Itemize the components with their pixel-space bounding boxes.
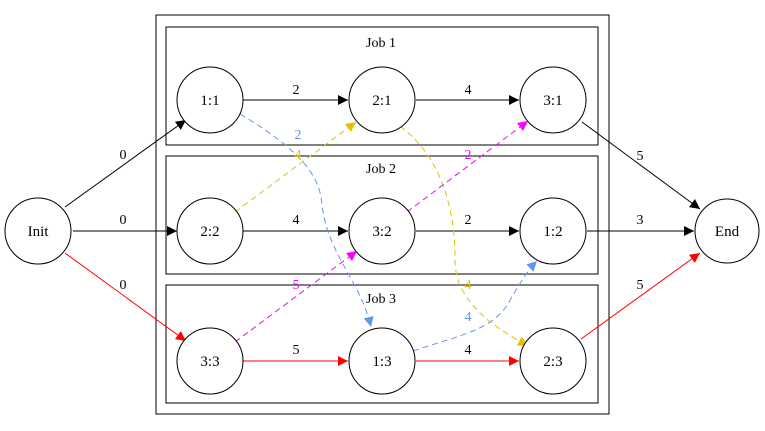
node-1-2[interactable]: 1:2 bbox=[519, 197, 587, 265]
edge-1-3-to-1-2 bbox=[412, 260, 538, 352]
cluster-job-2-box bbox=[165, 155, 599, 275]
cluster-job-1-box bbox=[165, 26, 599, 146]
node-1-3[interactable]: 1:3 bbox=[348, 327, 416, 395]
node-2-1[interactable]: 2:1 bbox=[348, 66, 416, 134]
node-init[interactable]: Init bbox=[4, 197, 72, 265]
edge-label-2-2-to-3-2: 4 bbox=[293, 213, 300, 228]
cluster-job-1-label: Job 1 bbox=[366, 36, 396, 51]
edge-2-1-to-2-3 bbox=[399, 125, 529, 347]
node-1-1-label: 1:1 bbox=[200, 93, 219, 109]
edge-1-1-to-1-3 bbox=[239, 113, 374, 328]
node-3-3[interactable]: 3:3 bbox=[176, 327, 244, 395]
node-2-2[interactable]: 2:2 bbox=[176, 197, 244, 265]
node-init-label: Init bbox=[28, 224, 50, 240]
edge-label-1-1-to-1-3: 2 bbox=[295, 128, 302, 143]
node-3-2-label: 3:2 bbox=[372, 224, 391, 240]
node-1-1[interactable]: 1:1 bbox=[176, 66, 244, 134]
cluster-job-3-label: Job 3 bbox=[366, 292, 396, 307]
edge-3-1-to-end bbox=[581, 121, 701, 210]
node-1-2-label: 1:2 bbox=[543, 224, 562, 240]
edge-3-3-to-3-2 bbox=[234, 250, 358, 343]
edge-label-2-3-to-end: 5 bbox=[637, 278, 644, 293]
node-3-3-label: 3:3 bbox=[200, 354, 219, 370]
edge-init-to-1-1 bbox=[64, 119, 187, 208]
edge-2-3-to-end bbox=[580, 252, 701, 340]
edge-label-2-1-to-3-1: 4 bbox=[465, 83, 472, 98]
edge-label-1-3-to-1-2: 4 bbox=[465, 310, 472, 325]
edge-label-1-2-to-end: 3 bbox=[637, 213, 644, 228]
node-3-1[interactable]: 3:1 bbox=[519, 66, 587, 134]
edge-label-init-to-3-3: 0 bbox=[120, 278, 127, 293]
outer-frame bbox=[155, 14, 610, 415]
node-2-1-label: 2:1 bbox=[372, 93, 391, 109]
edge-label-3-3-to-1-3: 5 bbox=[293, 343, 300, 358]
node-1-3-label: 1:3 bbox=[372, 354, 391, 370]
edge-label-3-3-to-3-2: 5 bbox=[293, 278, 300, 293]
node-2-2-label: 2:2 bbox=[200, 224, 219, 240]
node-3-1-label: 3:1 bbox=[543, 93, 562, 109]
node-end-label: End bbox=[715, 224, 740, 240]
edge-label-2-2-to-2-1: 4 bbox=[295, 148, 302, 163]
edge-label-1-1-to-2-1: 2 bbox=[293, 83, 300, 98]
edge-labels: 0 0 0 2 4 4 2 5 4 5 3 5 2 4 4 4 5 2 bbox=[120, 83, 644, 358]
edge-label-1-3-to-2-3: 4 bbox=[465, 343, 472, 358]
clusters: Job 1 Job 2 Job 3 bbox=[155, 14, 610, 415]
edge-label-3-2-to-3-1: 2 bbox=[465, 148, 472, 163]
edge-label-3-2-to-1-2: 2 bbox=[465, 213, 472, 228]
node-2-3-label: 2:3 bbox=[543, 354, 562, 370]
node-3-2[interactable]: 3:2 bbox=[348, 197, 416, 265]
edge-init-to-3-3 bbox=[64, 252, 187, 342]
edge-label-init-to-2-2: 0 bbox=[120, 213, 127, 228]
node-end[interactable]: End bbox=[694, 198, 760, 264]
edge-label-3-1-to-end: 5 bbox=[637, 149, 644, 164]
edge-label-2-1-to-2-3: 4 bbox=[465, 278, 472, 293]
node-2-3[interactable]: 2:3 bbox=[519, 327, 587, 395]
cluster-job-2-label: Job 2 bbox=[366, 162, 396, 177]
edge-2-2-to-2-1 bbox=[234, 121, 357, 213]
nodes: Init End 1:1 2:1 3:1 2:2 3:2 1:2 bbox=[4, 66, 760, 395]
cluster-job-3-box bbox=[165, 284, 599, 404]
edges bbox=[64, 95, 701, 366]
edge-label-init-to-1-1: 0 bbox=[120, 148, 127, 163]
edge-3-2-to-3-1 bbox=[406, 120, 529, 213]
